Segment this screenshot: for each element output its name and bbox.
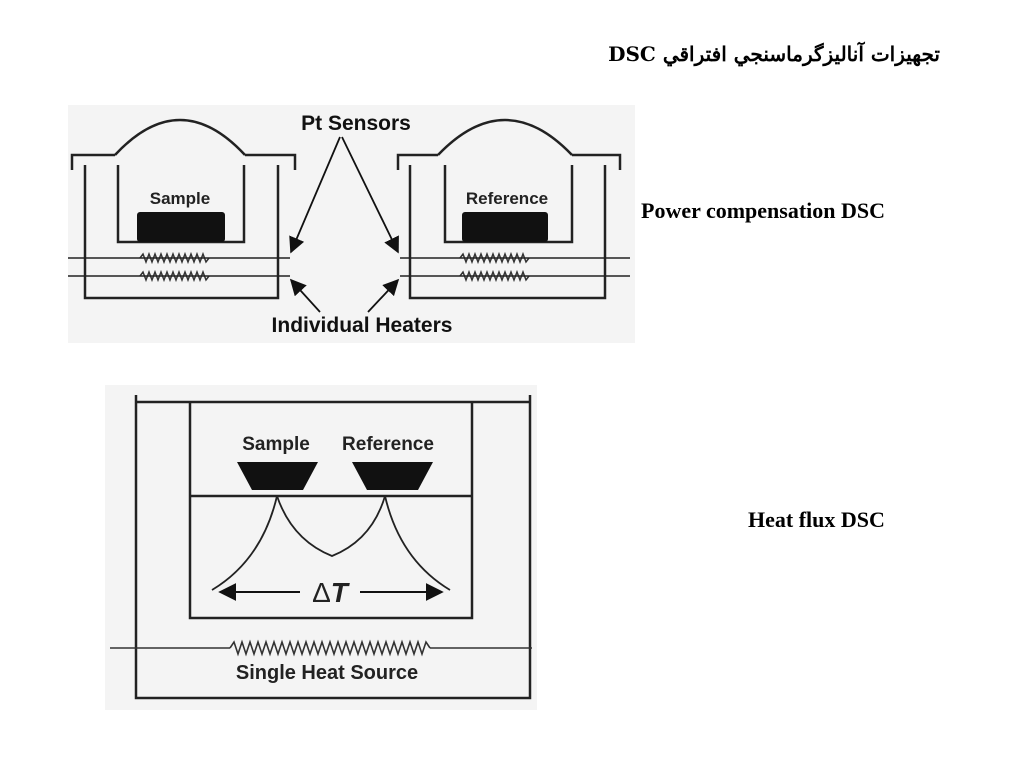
slide-title: تجهیزات آنالیزگرماسنجي افتراقي DSC: [608, 42, 940, 66]
wire-lines: [68, 257, 630, 277]
heatflux-enclosure: [134, 395, 532, 700]
sample-lid-left: [70, 153, 115, 170]
heat-flux-diagram: Sample Reference ΔT Single Heat Source: [105, 385, 537, 710]
delta-t-label: ΔT: [312, 577, 351, 608]
heat-source-coil: [229, 639, 431, 657]
power-compensation-diagram: Sample Reference Pt Sensors Individual H…: [68, 105, 635, 343]
pt-sensor-arrow-sample: [289, 136, 341, 254]
heater-arrow-reference: [367, 278, 400, 313]
pt-sensor-arrow-reference: [341, 136, 399, 254]
heatflux-sample-pan: [237, 462, 318, 490]
reference-outer-wall: [408, 165, 607, 300]
power-compensation-caption: Power compensation DSC: [641, 198, 886, 223]
heatflux-reference-pan: [352, 462, 433, 490]
reference-lid-right: [572, 153, 622, 170]
sample-pan: [137, 212, 225, 242]
sample-label: Sample: [150, 189, 210, 208]
individual-heaters-label: Individual Heaters: [272, 314, 453, 337]
single-heat-source: [110, 639, 532, 657]
heatflux-diagram-background: [105, 385, 537, 710]
heater-arrow-sample: [289, 278, 321, 313]
reference-pan: [462, 212, 548, 242]
center-flow: [276, 495, 386, 557]
pt-sensors-label: Pt Sensors: [301, 112, 411, 135]
heatflux-reference-label: Reference: [342, 434, 434, 455]
heat-flux-caption: Heat flux DSC: [748, 507, 885, 532]
reference-lid-left: [396, 153, 438, 170]
heat-source-label: Single Heat Source: [236, 662, 418, 684]
sample-outer-wall: [83, 165, 280, 300]
sample-lid-right: [245, 153, 297, 170]
outer-furnace: [134, 395, 532, 700]
reference-lid-dome: [437, 118, 573, 156]
sample-lid-dome: [114, 118, 246, 156]
heatflux-sample-label: Sample: [242, 434, 310, 455]
inner-cell: [188, 402, 474, 620]
reference-label: Reference: [466, 189, 548, 208]
